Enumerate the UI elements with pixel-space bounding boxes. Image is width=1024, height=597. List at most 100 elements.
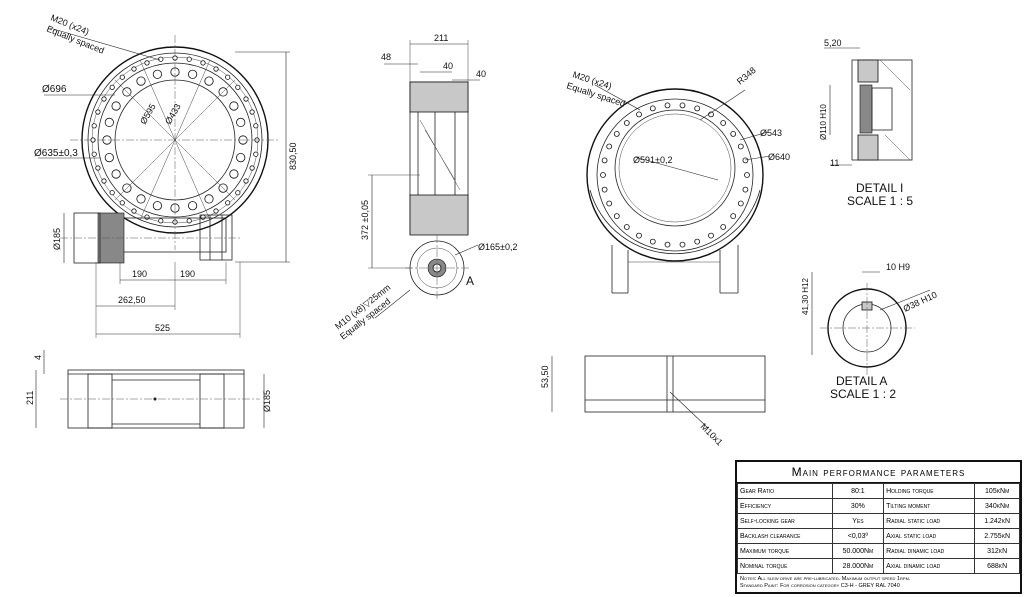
front-dia-595: Ø595	[138, 102, 158, 126]
params-value: 105kNm	[974, 483, 1020, 499]
outer-bolt-hole	[243, 178, 249, 184]
iso-bolt-hole	[636, 111, 642, 118]
outer-bolt-hole	[144, 214, 150, 220]
detail-i-title: DETAIL I	[856, 181, 903, 195]
outer-bolt-hole	[253, 151, 259, 157]
detail-i-dim-110: Ø110 H10	[819, 104, 828, 140]
side-view: 211 48 40 40 372 ±0,05 Ø165±0,2 A M10 (x…	[333, 33, 517, 342]
inner-bolt-hole	[111, 169, 121, 179]
params-label: Tilting moment	[883, 498, 976, 514]
iso-bolt-hole	[606, 200, 613, 207]
params-notes: Notes: All slew drive are pre-lubricated…	[737, 574, 1020, 592]
inner-bolt-hole	[136, 76, 146, 86]
params-value: Yes	[831, 513, 885, 529]
params-value: 80:1	[831, 483, 885, 499]
outer-bolt-hole	[186, 56, 192, 62]
outer-bolt-holes	[90, 55, 260, 225]
side-dim-40a: 40	[443, 61, 453, 71]
params-label: Radial static load	[883, 513, 976, 529]
detail-i: 5,20 Ø110 H10 11 DETAIL I SCALE 1 : 5	[819, 38, 913, 208]
iso-bolt-hole	[613, 213, 620, 220]
front-dim-262: 262,50	[118, 295, 146, 305]
bottom-dia-185: Ø185	[262, 390, 272, 412]
iso-bolt-hole	[742, 186, 749, 193]
iso-bolt-hole	[636, 232, 642, 239]
outer-bolt-hole	[158, 56, 164, 62]
inner-bolt-hole	[236, 153, 246, 163]
front-view: M20 (x24) Equally spaced Ø696 Ø595 Ø433 …	[34, 13, 298, 338]
iso-bolt-hole	[601, 157, 608, 164]
outer-bolt-hole	[213, 66, 219, 72]
inner-bolt-hole	[188, 201, 198, 211]
front-dim-190a: 190	[132, 269, 147, 279]
inner-bolt-hole	[229, 101, 239, 111]
outer-bolt-hole	[109, 84, 115, 90]
iso-bolt-hole	[649, 105, 656, 112]
side-dia-165: Ø165±0,2	[478, 242, 517, 252]
inner-bolt-hole	[104, 117, 114, 128]
inner-bolt-hole	[111, 101, 121, 111]
detail-i-scale: SCALE 1 : 5	[847, 194, 913, 208]
iso-bolt-hole	[613, 130, 620, 137]
detail-a-scale: SCALE 1 : 2	[830, 387, 896, 401]
iso-bolt-hole	[649, 238, 656, 245]
outer-bolt-hole	[144, 60, 150, 66]
outer-bolt-hole	[158, 218, 164, 224]
inner-bolt-hole	[188, 69, 198, 79]
params-value: <0,03º	[831, 528, 885, 544]
side-dim-40b: 40	[476, 69, 486, 79]
params-label: Self-locking gear	[737, 513, 833, 529]
params-value: 28.000Nm	[831, 558, 885, 574]
side-dim-211: 211	[434, 33, 448, 43]
iso-bolt-hole	[730, 130, 737, 137]
detail-a-dim-4130: 41,30 H12	[801, 278, 810, 315]
iso-bolt-hole	[744, 172, 750, 178]
params-label: Axial static load	[883, 528, 976, 544]
outer-bolt-hole	[109, 190, 115, 196]
params-label: Axial dinamic load	[883, 558, 976, 574]
iso-bolt-holes	[600, 102, 750, 248]
iso-bolt-hole	[694, 105, 701, 112]
params-value: 2.755kN	[974, 528, 1020, 544]
side-dim-372: 372 ±0,05	[360, 200, 370, 240]
outer-bolt-hole	[243, 96, 249, 102]
front-dim-190b: 190	[180, 269, 195, 279]
inner-bolt-hole	[104, 153, 114, 163]
outer-bolt-hole	[119, 200, 125, 206]
outer-bolt-hole	[101, 96, 107, 102]
iso-bolt-hole	[664, 241, 671, 248]
iso-bolt-hole	[623, 120, 630, 126]
outer-bolt-hole	[235, 84, 241, 90]
iso-bolt-hole	[679, 241, 686, 248]
front-height-830: 830,50	[288, 142, 298, 170]
iso-dia-640: Ø640	[768, 152, 790, 162]
detail-a-title: DETAIL A	[836, 374, 887, 388]
params-label: Gear Ratio	[737, 483, 833, 499]
params-notes-2: Standard Paint: For corrosion category C…	[740, 583, 900, 589]
outer-bolt-hole	[200, 60, 206, 66]
outer-bolt-hole	[131, 208, 137, 214]
inner-bolt-hole	[229, 169, 239, 179]
iso-dia-543: Ø543	[760, 128, 782, 138]
bottom-middle-view: 53,50 M10x1	[540, 355, 766, 448]
front-dia-pcd: Ø635±0,3	[34, 148, 78, 159]
outer-bolt-hole	[119, 74, 125, 80]
iso-bolt-hole	[623, 224, 630, 230]
params-label: Efficiency	[737, 498, 833, 514]
params-value: 688kN	[974, 558, 1020, 574]
iso-bolt-hole	[720, 120, 727, 126]
params-title: Main performance parameters	[737, 462, 1020, 483]
params-label: Maximum torque	[737, 543, 833, 559]
params-label: Holding torque	[883, 483, 976, 499]
bottom-dim-211: 211	[25, 391, 35, 405]
params-value: 30%	[831, 498, 885, 514]
outer-bolt-hole	[225, 74, 231, 80]
iso-bolt-hole	[679, 102, 686, 109]
bottom-dim-4: 4	[33, 355, 43, 360]
iso-dia-591: Ø591±0,2	[633, 155, 672, 165]
